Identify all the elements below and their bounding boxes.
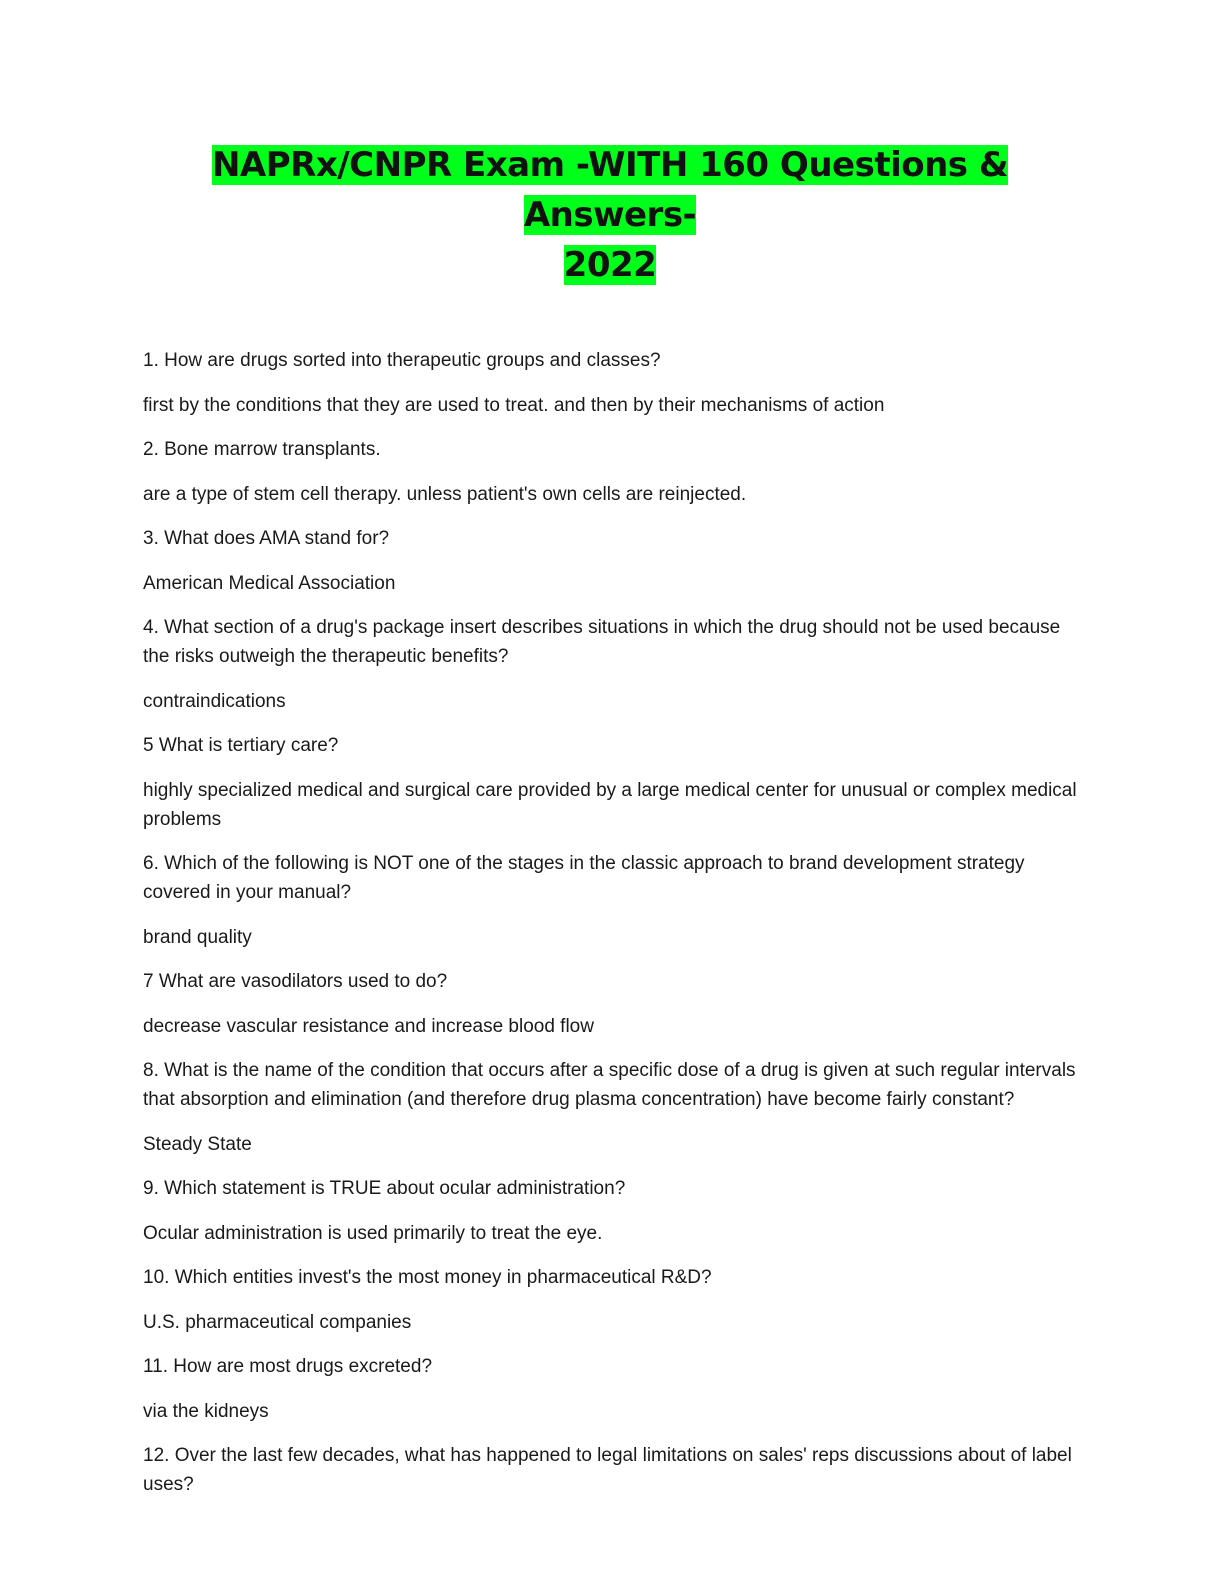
question: 2. Bone marrow transplants. (143, 439, 381, 460)
answer: brand quality (143, 926, 252, 948)
answer: contraindications (143, 690, 286, 712)
qa-list: 1. How are drugs sorted into therapeutic… (143, 346, 1083, 1515)
answer: are a type of stem cell therapy. unless … (143, 483, 747, 505)
question: 8. What is the name of the condition tha… (143, 1060, 1076, 1110)
answer: American Medical Association (143, 572, 396, 594)
answer: first by the conditions that they are us… (143, 394, 885, 416)
question: 3. What does AMA stand for? (143, 528, 390, 549)
question: 12. Over the last few decades, what has … (143, 1445, 1072, 1495)
question: 9. Which statement is TRUE about ocular … (143, 1178, 626, 1199)
question: 11. How are most drugs excreted? (143, 1356, 433, 1377)
answer: decrease vascular resistance and increas… (143, 1015, 594, 1037)
question: 7 What are vasodilators used to do? (143, 971, 448, 992)
answer: Steady State (143, 1133, 252, 1155)
question: 1. How are drugs sorted into therapeutic… (143, 350, 661, 371)
title-line-1: NAPRx/CNPR Exam -WITH 160 Questions & An… (211, 145, 1009, 235)
answer: via the kidneys (143, 1400, 269, 1422)
answer: Ocular administration is used primarily … (143, 1222, 603, 1244)
document-title: NAPRx/CNPR Exam -WITH 160 Questions & An… (130, 140, 1090, 290)
question: 4. What section of a drug's package inse… (143, 617, 1061, 667)
title-line-2: 2022 (563, 245, 657, 285)
answer: U.S. pharmaceutical companies (143, 1311, 412, 1333)
question: 10. Which entities invest's the most mon… (143, 1267, 712, 1288)
answer: highly specialized medical and surgical … (143, 779, 1077, 830)
question: 6. Which of the following is NOT one of … (143, 853, 1025, 903)
question: 5 What is tertiary care? (143, 735, 339, 756)
